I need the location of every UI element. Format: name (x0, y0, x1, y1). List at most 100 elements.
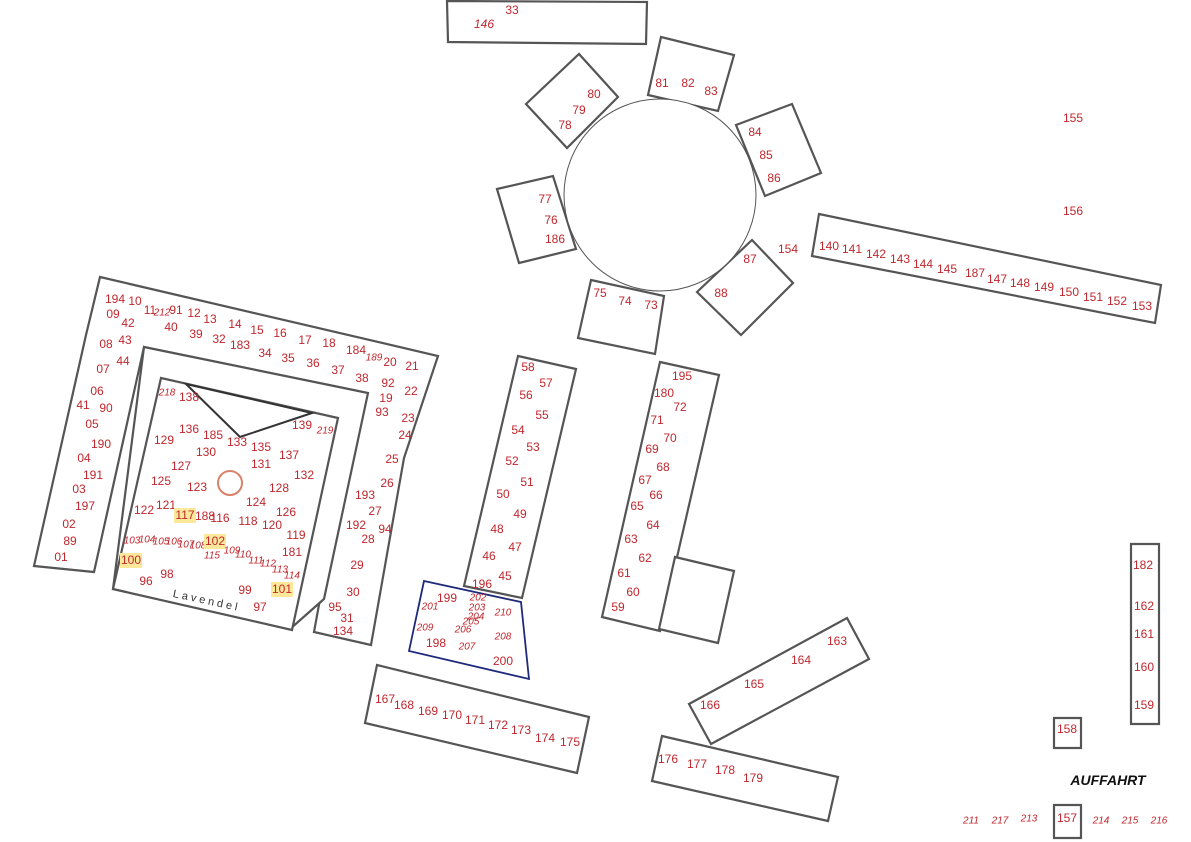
stand-136[interactable]: 136 (179, 422, 199, 436)
stand-161[interactable]: 161 (1134, 627, 1154, 641)
stand-78[interactable]: 78 (558, 118, 572, 132)
stand-142[interactable]: 142 (866, 247, 886, 261)
stand-30[interactable]: 30 (346, 585, 360, 599)
stand-181[interactable]: 181 (282, 545, 302, 559)
stand-64[interactable]: 64 (646, 518, 660, 532)
stand-21[interactable]: 21 (405, 359, 419, 373)
stand-69[interactable]: 69 (645, 442, 659, 456)
stand-128[interactable]: 128 (269, 481, 289, 495)
stand-155[interactable]: 155 (1063, 111, 1083, 125)
stand-198[interactable]: 198 (426, 636, 446, 650)
stand-108[interactable]: 108 (190, 541, 207, 552)
stand-99[interactable]: 99 (238, 583, 252, 597)
stand-203[interactable]: 203 (468, 603, 486, 614)
stand-188[interactable]: 188 (195, 509, 215, 523)
stand-185[interactable]: 185 (203, 428, 223, 442)
stand-72[interactable]: 72 (673, 400, 687, 414)
stand-205[interactable]: 205 (462, 617, 480, 628)
stand-186[interactable]: 186 (545, 232, 565, 246)
stand-151[interactable]: 151 (1083, 290, 1103, 304)
stand-96[interactable]: 96 (139, 574, 153, 588)
stand-173[interactable]: 173 (511, 723, 531, 737)
stand-215[interactable]: 215 (1121, 816, 1139, 827)
stand-197[interactable]: 197 (75, 499, 95, 513)
stand-01[interactable]: 01 (54, 550, 68, 564)
stand-208[interactable]: 208 (494, 632, 512, 643)
stand-75[interactable]: 75 (593, 286, 607, 300)
stand-95[interactable]: 95 (328, 600, 342, 614)
stand-149[interactable]: 149 (1034, 280, 1054, 294)
stand-101[interactable]: 101 (272, 582, 292, 596)
stand-182[interactable]: 182 (1133, 558, 1153, 572)
stand-70[interactable]: 70 (663, 431, 677, 445)
stand-206[interactable]: 206 (454, 625, 472, 636)
stand-05[interactable]: 05 (85, 417, 99, 431)
stand-67[interactable]: 67 (638, 473, 652, 487)
stand-207[interactable]: 207 (458, 642, 476, 653)
stand-25[interactable]: 25 (385, 452, 399, 466)
stand-83[interactable]: 83 (704, 84, 718, 98)
stand-176[interactable]: 176 (658, 752, 678, 766)
stand-170[interactable]: 170 (442, 708, 462, 722)
stand-38[interactable]: 38 (355, 371, 369, 385)
stand-27[interactable]: 27 (368, 504, 382, 518)
stand-139[interactable]: 139 (292, 418, 312, 432)
stand-68[interactable]: 68 (656, 460, 670, 474)
stand-94[interactable]: 94 (378, 522, 392, 536)
stand-152[interactable]: 152 (1107, 294, 1127, 308)
stand-219[interactable]: 219 (316, 426, 334, 437)
stand-66[interactable]: 66 (649, 488, 663, 502)
stand-162[interactable]: 162 (1134, 599, 1154, 613)
stand-14[interactable]: 14 (228, 317, 242, 331)
stand-187[interactable]: 187 (965, 266, 985, 280)
stand-13[interactable]: 13 (203, 312, 217, 326)
stand-175[interactable]: 175 (560, 735, 580, 749)
stand-49[interactable]: 49 (513, 507, 527, 521)
stand-12[interactable]: 12 (187, 306, 201, 320)
stand-91[interactable]: 91 (169, 303, 183, 317)
stand-36[interactable]: 36 (306, 356, 320, 370)
stand-63[interactable]: 63 (624, 532, 638, 546)
stand-10[interactable]: 10 (128, 294, 142, 308)
stand-23[interactable]: 23 (401, 411, 415, 425)
stand-109[interactable]: 109 (224, 546, 241, 557)
stand-204[interactable]: 204 (467, 612, 485, 623)
stand-35[interactable]: 35 (281, 351, 295, 365)
stand-87[interactable]: 87 (743, 252, 757, 266)
stand-31[interactable]: 31 (340, 611, 354, 625)
stand-103[interactable]: 103 (124, 536, 141, 547)
stand-133[interactable]: 133 (227, 435, 247, 449)
stand-183[interactable]: 183 (230, 338, 250, 352)
stand-114[interactable]: 114 (284, 571, 300, 582)
stand-106[interactable]: 106 (166, 537, 183, 548)
stand-189[interactable]: 189 (366, 353, 383, 364)
stand-45[interactable]: 45 (498, 569, 512, 583)
stand-41[interactable]: 41 (76, 398, 90, 412)
stand-97[interactable]: 97 (253, 600, 267, 614)
stand-17[interactable]: 17 (298, 333, 312, 347)
stand-147[interactable]: 147 (987, 272, 1007, 286)
stand-42[interactable]: 42 (121, 316, 135, 330)
stand-15[interactable]: 15 (250, 323, 264, 337)
stand-74[interactable]: 74 (618, 294, 632, 308)
stand-194[interactable]: 194 (105, 292, 125, 306)
stand-218[interactable]: 218 (158, 388, 176, 399)
stand-135[interactable]: 135 (251, 440, 271, 454)
stand-131[interactable]: 131 (251, 457, 271, 471)
stand-163[interactable]: 163 (827, 634, 847, 648)
stand-179[interactable]: 179 (743, 771, 763, 785)
stand-146[interactable]: 146 (474, 17, 494, 31)
stand-120[interactable]: 120 (262, 518, 282, 532)
stand-61[interactable]: 61 (617, 566, 631, 580)
stand-153[interactable]: 153 (1132, 299, 1152, 313)
stand-85[interactable]: 85 (759, 148, 773, 162)
stand-127[interactable]: 127 (171, 459, 191, 473)
stand-52[interactable]: 52 (505, 454, 519, 468)
stand-214[interactable]: 214 (1092, 816, 1110, 827)
stand-158[interactable]: 158 (1057, 722, 1077, 736)
stand-07[interactable]: 07 (96, 362, 110, 376)
stand-115[interactable]: 115 (204, 551, 220, 562)
stand-76[interactable]: 76 (544, 213, 558, 227)
stand-02[interactable]: 02 (62, 517, 76, 531)
stand-130[interactable]: 130 (196, 445, 216, 459)
